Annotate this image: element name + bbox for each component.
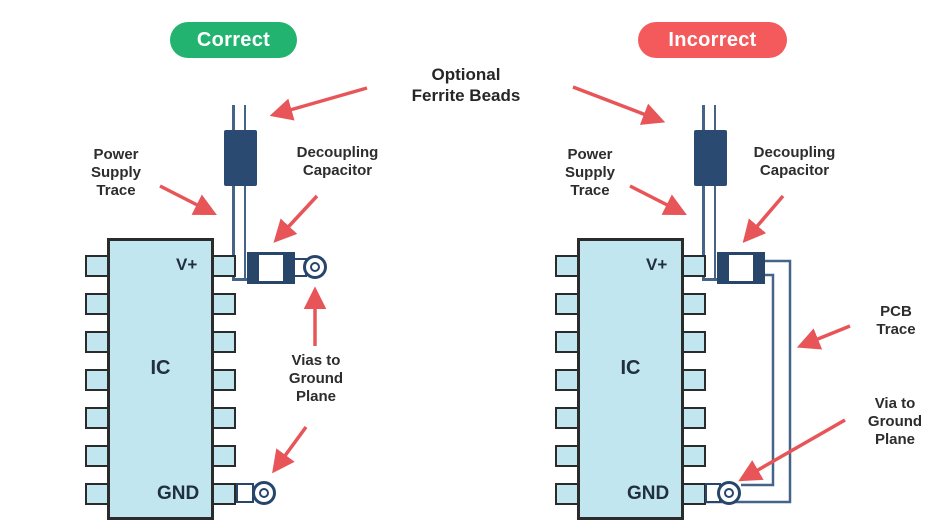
label-line: Supply [564, 164, 615, 181]
ic-pin [212, 369, 236, 391]
label-line: Trace [876, 321, 916, 338]
label-line: Optional [431, 65, 501, 84]
ic-pin [555, 255, 579, 277]
ic-pin [212, 331, 236, 353]
ic-pin [212, 445, 236, 467]
ic-chip [577, 238, 684, 520]
label-line: Capacitor [759, 162, 830, 179]
ic-pin-vplus [682, 255, 706, 277]
ic-pin [682, 445, 706, 467]
ic-pin [555, 369, 579, 391]
label-line: Trace [96, 182, 136, 199]
gnd-label: GND [157, 483, 200, 504]
ic-chip [107, 238, 214, 520]
via-hole [724, 488, 734, 498]
vplus-label: V+ [646, 255, 668, 274]
decoupling-capacitor [247, 252, 295, 284]
label-line: Decoupling [753, 144, 836, 161]
ic-pin [682, 369, 706, 391]
ic-pin [212, 407, 236, 429]
label-line: Via to [874, 395, 916, 412]
ic-label: IC [150, 357, 171, 379]
ic-pin [682, 331, 706, 353]
label-line: Ferrite Beads [411, 86, 521, 105]
ic-pin [85, 483, 109, 505]
via-hole [259, 488, 269, 498]
decoupling-capacitor-label: Decoupling Capacitor [742, 144, 847, 180]
ic-pin [555, 293, 579, 315]
label-line: Power [567, 146, 613, 163]
power-supply-trace-label: Power Supply Trace [82, 146, 150, 200]
ic-pin-vplus [212, 255, 236, 277]
ic-pin [682, 293, 706, 315]
ic-pin [682, 407, 706, 429]
ic-pin [85, 445, 109, 467]
gnd-label: GND [627, 483, 670, 504]
label-line: Plane [874, 431, 916, 448]
ground-via [303, 255, 327, 279]
label-line: Supply [90, 164, 141, 181]
power-supply-trace-label: Power Supply Trace [556, 146, 624, 200]
decoupling-capacitor-label: Decoupling Capacitor [285, 144, 390, 180]
incorrect-badge: Incorrect [638, 22, 787, 58]
ground-via [717, 481, 741, 505]
power-supply-trace-line [713, 105, 716, 281]
ic-pin [85, 255, 109, 277]
ic-pin [85, 293, 109, 315]
ferrite-bead [694, 130, 727, 186]
ground-via [252, 481, 276, 505]
capacitor-body [256, 252, 286, 284]
capacitor-body [726, 252, 756, 284]
label-line: Ground [288, 370, 344, 387]
ic-pin [85, 407, 109, 429]
ic-pin [555, 445, 579, 467]
ic-label: IC [620, 357, 641, 379]
via-hole [310, 262, 320, 272]
capacitor-terminal [756, 252, 765, 284]
vias-to-ground-plane-label: Vias to Ground Plane [278, 352, 354, 406]
label-line: Power [93, 146, 139, 163]
power-supply-trace-line [243, 105, 246, 281]
decoupling-capacitor [717, 252, 765, 284]
ic-pin-gnd [212, 483, 236, 505]
label-line: Capacitor [302, 162, 373, 179]
ic-pin [555, 407, 579, 429]
ic-pin [555, 331, 579, 353]
capacitor-terminal [286, 252, 295, 284]
capacitor-terminal [717, 252, 726, 284]
ic-pin [555, 483, 579, 505]
via-to-ground-plane-label: Via to Ground Plane [858, 395, 932, 449]
label-line: Decoupling [296, 144, 379, 161]
ic-pin-gnd [682, 483, 706, 505]
power-supply-trace-line [232, 105, 235, 281]
label-line: Trace [570, 182, 610, 199]
ic-pin [85, 369, 109, 391]
ferrite-bead [224, 130, 257, 186]
label-line: Vias to [291, 352, 341, 369]
label-line: Ground [867, 413, 923, 430]
ic-pin [85, 331, 109, 353]
label-line: Plane [295, 388, 337, 405]
power-supply-trace-line [232, 278, 250, 281]
power-supply-trace-line [702, 105, 705, 281]
capacitor-terminal [247, 252, 256, 284]
label-line: PCB [880, 303, 912, 320]
correct-badge: Correct [170, 22, 297, 58]
vplus-label: V+ [176, 255, 198, 274]
ic-pin [212, 293, 236, 315]
optional-ferrite-beads-label: Optional Ferrite Beads [395, 64, 537, 106]
pcb-trace-label: PCB Trace [866, 303, 926, 339]
